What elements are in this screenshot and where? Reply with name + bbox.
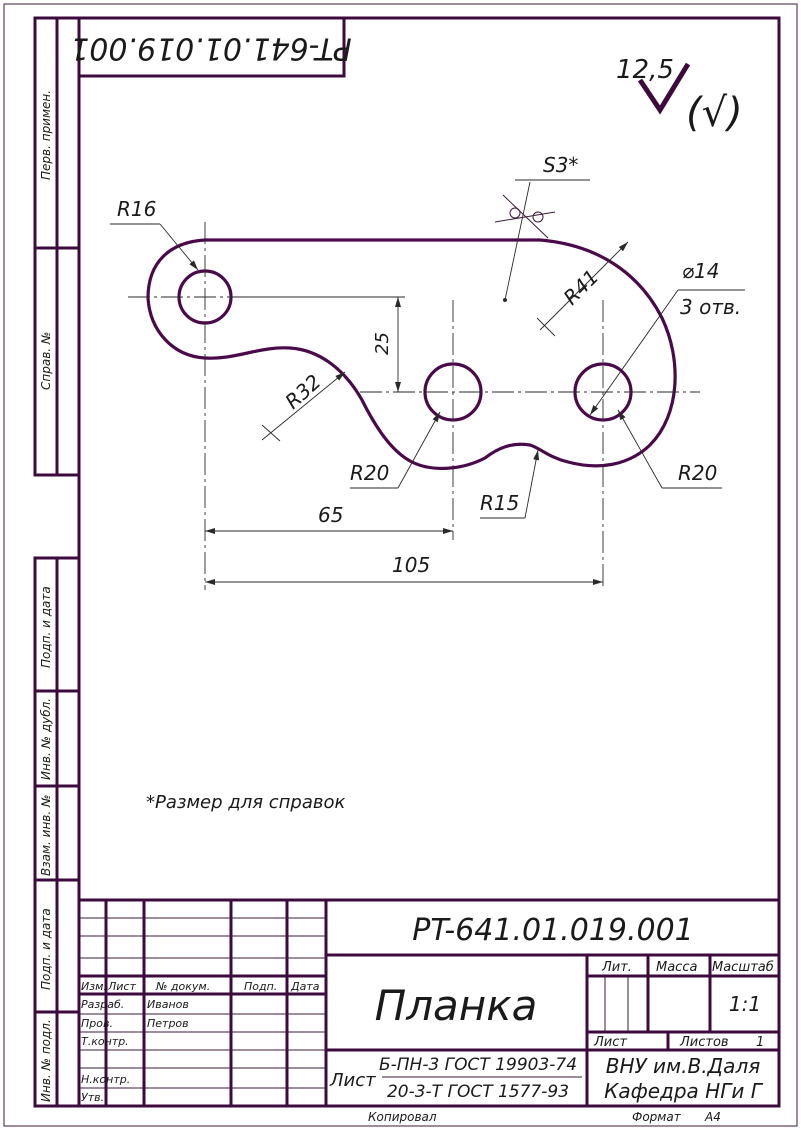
tb-col-podp: Подп.: [244, 980, 277, 993]
stamp-podp-data-2: Подп. и дата: [39, 908, 53, 990]
tb-scale-label: Масштаб: [712, 960, 774, 975]
side-stamp-strip: Перв. примен. Справ. № Подп. и дата Инв.…: [33, 16, 81, 1108]
tb-sheets-value: 1: [756, 1035, 764, 1050]
check-mark-icon: [637, 62, 691, 115]
dim-65: 65: [318, 503, 343, 527]
format-value: А4: [704, 1110, 721, 1124]
tb-role-nkontr: Н.контр.: [81, 1073, 130, 1086]
tb-org-line1: ВНУ им.В.Даля: [606, 1054, 761, 1078]
stamp-inv-podl: Инв. № подл.: [39, 1019, 53, 1102]
dim-r20-left: R20: [350, 461, 389, 485]
dim-holes-count: 3 отв.: [680, 295, 741, 319]
title-block: Изм. Лист № докум. Подп. Дата Разраб. Ив…: [79, 898, 779, 1106]
tb-role-utv: Утв.: [81, 1091, 104, 1104]
sheet-border: [3, 3, 798, 1127]
tb-material-bottom: 20-3-Т ГОСТ 1577-93: [387, 1082, 569, 1102]
tb-mass-label: Масса: [656, 960, 697, 975]
tb-material-prefix: Лист: [329, 1070, 376, 1091]
dim-s3: S3*: [543, 153, 578, 177]
roughness-value: 12,5: [616, 55, 674, 85]
dim-105: 105: [392, 553, 430, 577]
stamp-perv-primen: Перв. примен.: [39, 90, 53, 180]
dim-r20-right: R20: [678, 461, 717, 485]
tb-col-list: Лист: [107, 980, 136, 993]
stamp-inv-dubl: Инв. № дубл.: [39, 698, 53, 780]
tb-sheets-label: Листов: [679, 1035, 729, 1050]
tb-scale-value: 1:1: [729, 992, 761, 1016]
rotated-code-box: PT-641.01.019.001: [70, 16, 352, 78]
rotated-code-text: PT-641.01.019.001: [70, 31, 352, 66]
tb-material-top: Б-ПН-3 ГОСТ 19903-74: [379, 1055, 577, 1075]
tb-col-data: Дата: [290, 980, 320, 993]
tb-lit-label: Лит.: [601, 960, 632, 975]
dim-r15: R15: [480, 491, 519, 515]
center-lines: [128, 222, 700, 590]
tb-col-docum: № докум.: [155, 980, 210, 993]
dim-d14: ⌀14: [682, 259, 720, 283]
stamp-vzam-inv: Взам. инв. №: [39, 795, 53, 876]
tb-role-tkontr: Т.контр.: [81, 1035, 129, 1048]
tb-role-razrab: Разраб.: [81, 998, 124, 1011]
copied-label: Копировал: [368, 1110, 437, 1124]
stamp-podp-data-1: Подп. и дата: [39, 586, 53, 668]
tb-col-izm: Изм.: [81, 980, 107, 993]
tb-name-razrab: Иванов: [147, 998, 189, 1011]
roughness-mark: 12,5 (√): [616, 55, 743, 136]
tb-designation: PT-641.01.019.001: [412, 913, 694, 948]
tb-name-prov: Петров: [147, 1017, 189, 1030]
tb-part-name: Планка: [375, 981, 538, 1030]
dim-r16: R16: [117, 197, 156, 221]
tb-org-line2: Кафедра НГи Г: [604, 1079, 764, 1103]
stamp-sprav-no: Справ. №: [39, 332, 53, 390]
roughness-general-symbol: (√): [686, 90, 743, 136]
dim-r32: R32: [280, 370, 325, 414]
reference-note: *Размер для справок: [146, 792, 345, 813]
tb-role-prov: Пров.: [81, 1017, 113, 1030]
format-label: Формат: [632, 1110, 682, 1124]
tb-sheet-label: Лист: [593, 1035, 627, 1050]
dim-25: 25: [372, 332, 393, 355]
dim-r41: R41: [559, 265, 604, 310]
